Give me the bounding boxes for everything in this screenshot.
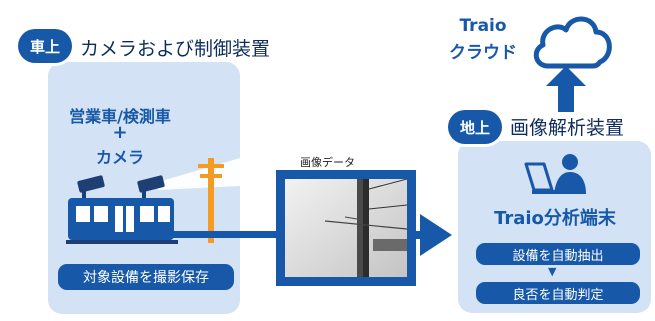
step-judge: 良否を自動判定	[476, 282, 640, 304]
train-scene	[66, 158, 240, 244]
step-arrow-icon: ▼	[548, 265, 557, 278]
camera-icon	[77, 175, 105, 198]
cloud-icon	[533, 16, 612, 69]
computer-user-icon	[524, 154, 586, 194]
terminal-label: Traio分析端末	[494, 208, 616, 229]
vehicle-label-line2: カメラ	[95, 148, 144, 167]
vehicle-label-line1: 営業車/検測車	[69, 107, 171, 126]
image-data-label: 画像データ	[300, 156, 355, 169]
ground-tag: 地上	[448, 110, 502, 144]
camera-beam	[158, 158, 240, 190]
train-icon	[66, 198, 178, 244]
step-extract: 設備を自動抽出	[476, 243, 640, 265]
connector-line	[168, 231, 280, 238]
cloud-label-line2: クラウド	[449, 43, 517, 63]
onboard-title: カメラおよび制御装置	[80, 38, 271, 60]
arrow-icon	[410, 214, 452, 256]
vehicle-plus: +	[112, 122, 128, 143]
utility-pole-icon	[198, 158, 224, 243]
upload-arrow-icon	[546, 66, 586, 112]
cloud-label-line1: Traio	[459, 16, 507, 36]
ground-title: 画像解析装置	[510, 117, 625, 139]
onboard-tag: 車上	[18, 29, 72, 63]
onboard-action-label: 対象設備を撮影保存	[58, 264, 234, 290]
image-data-photo	[285, 179, 407, 277]
camera-icon	[137, 175, 165, 198]
